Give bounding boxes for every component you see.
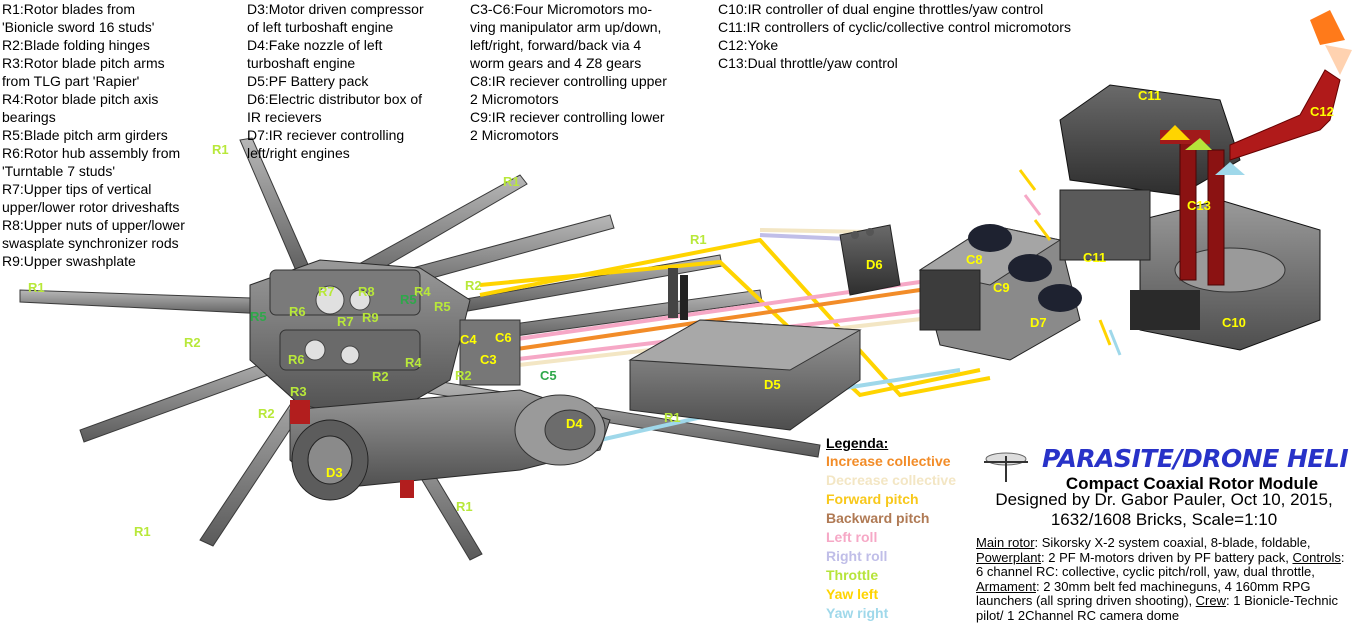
brand-title: PARASITE/DRONE HELI xyxy=(1042,444,1349,473)
label-r4: R4 xyxy=(414,284,431,299)
label-r2: R2 xyxy=(465,278,482,293)
battery-pack xyxy=(628,268,862,431)
controller-notes: C10:IR controller of dual engine throttl… xyxy=(718,1,1071,71)
label-r5: R5 xyxy=(250,309,267,324)
label-r5: R5 xyxy=(434,299,451,314)
credit: Designed by Dr. Gabor Pauler, Oct 10, 20… xyxy=(972,490,1356,530)
label-r2: R2 xyxy=(258,406,275,421)
specs: Main rotor: Sikorsky X-2 system coaxial,… xyxy=(976,535,1354,623)
legend: Legenda: Increase collective Decrease co… xyxy=(826,434,976,623)
spec-label: Armament xyxy=(976,578,1036,594)
label-c11: C11 xyxy=(1083,250,1107,265)
label-r1: R1 xyxy=(212,142,229,157)
legend-item: Increase collective xyxy=(826,453,951,469)
spec-label: Controls xyxy=(1292,549,1341,565)
label-d5: D5 xyxy=(764,377,781,392)
label-r2: R2 xyxy=(372,369,389,384)
spec-label: Crew xyxy=(1195,593,1227,608)
label-r9: R9 xyxy=(362,310,379,325)
label-c11: C11 xyxy=(1138,88,1162,103)
wire-cream xyxy=(759,228,871,234)
label-r1: R1 xyxy=(456,499,473,514)
legend-item: Decrease collective xyxy=(826,472,956,488)
label-c12: C12 xyxy=(1310,104,1334,119)
legend-item: Backward pitch xyxy=(826,510,930,526)
label-r2: R2 xyxy=(455,368,472,383)
wire-yellow xyxy=(479,237,991,398)
label-c6: C6 xyxy=(495,330,512,345)
legend-item: Left roll xyxy=(826,529,878,545)
label-r1: R1 xyxy=(28,280,45,295)
legend-item: Yaw left xyxy=(826,586,879,602)
label-c3: C3 xyxy=(480,352,497,367)
label-d6: D6 xyxy=(866,257,883,272)
spec-value: : 2 PF M-motors driven by PF battery pac… xyxy=(1041,549,1289,565)
label-r3: R3 xyxy=(290,384,307,399)
spec-value: : 1 Bionicle-Technic pilot/ 1 2Channel R… xyxy=(976,593,1339,623)
label-r6: R6 xyxy=(289,304,306,319)
label-r1: R1 xyxy=(664,410,681,425)
label-r7: R7 xyxy=(318,284,335,299)
credit-line: 1632/1608 Bricks, Scale=1:10 xyxy=(1050,510,1278,529)
label-r1: R1 xyxy=(503,174,520,189)
label-d3: D3 xyxy=(326,465,343,480)
throttle-yoke xyxy=(1160,10,1352,286)
rotor-hub xyxy=(249,259,471,421)
legend-item: Yaw right xyxy=(826,605,889,621)
label-c8: C8 xyxy=(966,252,983,267)
label-r4: R4 xyxy=(405,355,422,370)
label-r5: R5 xyxy=(400,292,417,307)
label-c10: C10 xyxy=(1222,315,1246,330)
legend-item: Right roll xyxy=(826,548,888,564)
distributor-box xyxy=(839,224,901,296)
spec-value: : Sikorsky X-2 system coaxial, 8-blade, … xyxy=(1034,535,1311,550)
control-parts-notes: C3-C6:Four Micromotors mo- ving manipula… xyxy=(470,1,667,143)
engine-module xyxy=(289,319,611,501)
label-r1: R1 xyxy=(690,232,707,247)
label-d7: D7 xyxy=(1030,315,1047,330)
legend-item: Throttle xyxy=(826,567,879,583)
subtitle: Compact Coaxial Rotor Module xyxy=(1065,474,1319,493)
label-r8: R8 xyxy=(358,284,375,299)
legend-title: Legenda: xyxy=(826,435,889,451)
spec-label: Main rotor xyxy=(976,535,1035,550)
spec-label: Powerplant xyxy=(976,549,1042,565)
label-c9: C9 xyxy=(993,280,1010,295)
credit-line: Designed by Dr. Gabor Pauler, Oct 10, 20… xyxy=(995,490,1333,509)
label-c5: C5 xyxy=(540,368,557,383)
ir-receivers xyxy=(918,224,1082,361)
spec-value: : 2 30mm belt fed machineguns, 4 160mm R… xyxy=(976,578,1311,608)
legend-item: Forward pitch xyxy=(826,491,919,507)
spec-value: : 6 channel RC: collective, cyclic pitch… xyxy=(976,549,1345,579)
label-c13: C13 xyxy=(1187,198,1211,213)
rotor-parts-notes: R1:Rotor blades from 'Bionicle sword 16 … xyxy=(2,1,185,269)
label-r7: R7 xyxy=(337,314,354,329)
label-d4: D4 xyxy=(566,416,583,431)
drive-parts-notes: D3:Motor driven compressor of left turbo… xyxy=(247,1,424,161)
signal-rays xyxy=(1018,169,1122,356)
label-r2: R2 xyxy=(184,335,201,350)
label-r1: R1 xyxy=(134,524,151,539)
logo-wasp-icon xyxy=(984,452,1028,482)
label-c4: C4 xyxy=(460,332,477,347)
label-r6: R6 xyxy=(288,352,305,367)
wire-orange xyxy=(509,288,921,352)
